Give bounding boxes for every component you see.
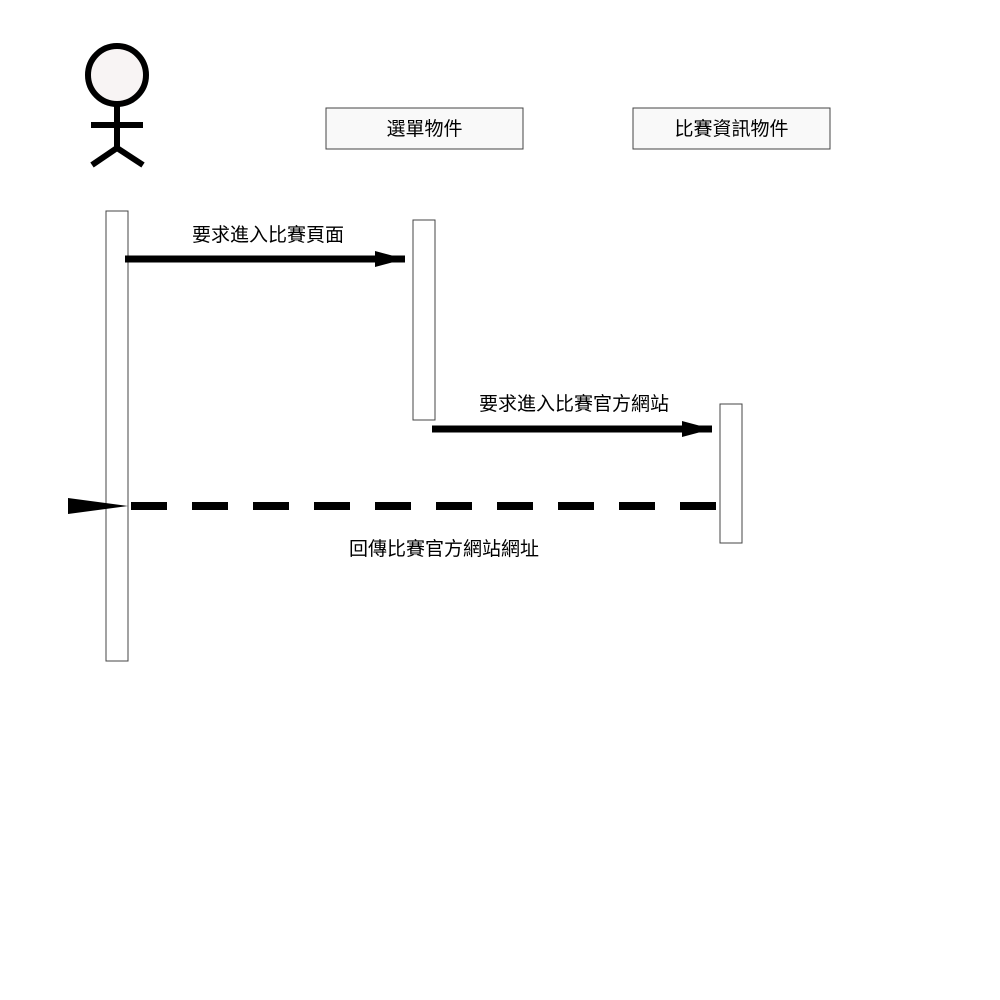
- message-3: 回傳比賽官方網站網址: [68, 498, 716, 560]
- actor-left-leg: [90, 145, 119, 168]
- match-info-activation-bar: [719, 403, 743, 544]
- message-2-label: 要求進入比賽官方網站: [479, 393, 669, 415]
- actor-head: [85, 43, 149, 107]
- menu-activation-bar: [412, 219, 436, 421]
- actor-activation-bar: [105, 210, 129, 662]
- object-box-menu: 選單物件: [325, 107, 524, 150]
- object-box-match-info: 比賽資訊物件: [632, 107, 831, 150]
- message-1-label: 要求進入比賽頁面: [192, 224, 344, 246]
- message-3-label: 回傳比賽官方網站網址: [349, 538, 539, 560]
- object-label-match-info: 比賽資訊物件: [674, 118, 788, 140]
- actor-right-leg: [115, 145, 145, 168]
- actor-stick-figure-icon: [85, 43, 149, 168]
- object-label-menu: 選單物件: [386, 118, 462, 140]
- message-1: 要求進入比賽頁面: [125, 224, 405, 267]
- message-2: 要求進入比賽官方網站: [432, 393, 712, 437]
